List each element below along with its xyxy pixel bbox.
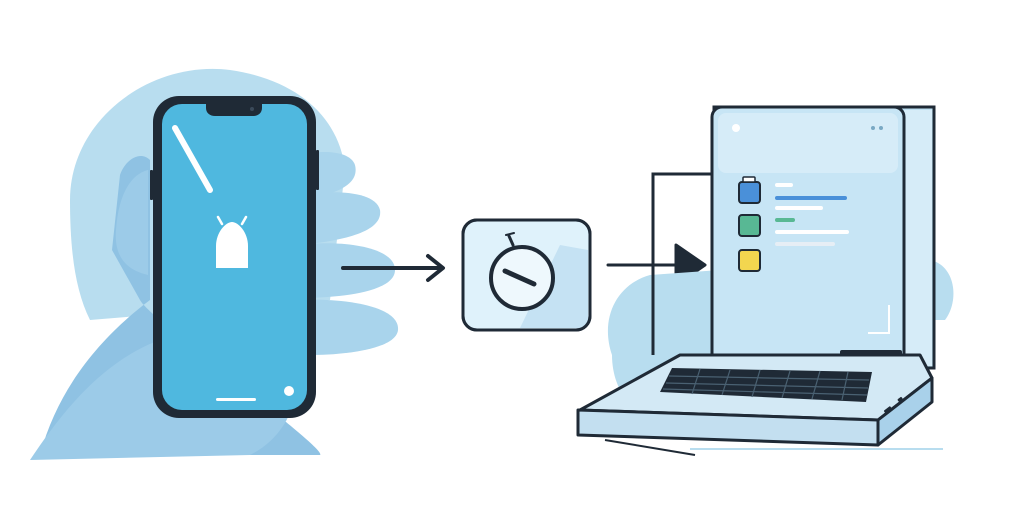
smartphone-icon xyxy=(150,96,319,418)
list-item[interactable] xyxy=(738,242,835,272)
laptop-port xyxy=(884,406,892,414)
hand-finger-4 xyxy=(300,299,399,356)
list-item[interactable] xyxy=(738,176,847,210)
phone-side-button xyxy=(316,150,319,190)
laptop-lid-side xyxy=(904,110,932,366)
list-item-line xyxy=(775,196,847,200)
list-item-line xyxy=(775,242,835,246)
stopwatch-icon xyxy=(489,232,555,311)
list-item-line xyxy=(775,230,849,234)
list-item-line xyxy=(775,218,795,222)
timer-card xyxy=(461,218,592,332)
list-item-icon xyxy=(738,249,761,272)
list-item-icon xyxy=(738,214,761,237)
connector-bracket xyxy=(651,172,715,355)
window-dot xyxy=(732,124,740,132)
phone-side-button xyxy=(150,170,153,200)
list-item-line-short xyxy=(775,183,793,187)
arrow-right-icon xyxy=(341,254,445,282)
screen-corner-mark xyxy=(868,305,890,334)
list-item-tab xyxy=(742,176,756,183)
hand-thumb xyxy=(115,170,148,275)
desk-line-dark xyxy=(604,439,696,456)
app-list xyxy=(738,176,849,272)
laptop-icon xyxy=(576,105,954,456)
screen-dot xyxy=(284,386,294,396)
hand-finger-2 xyxy=(300,192,381,245)
list-item[interactable] xyxy=(738,214,849,237)
list-item-line xyxy=(775,206,823,210)
home-indicator xyxy=(216,398,256,401)
laptop-base-side xyxy=(876,376,934,447)
laptop-keyboard xyxy=(660,368,872,402)
phone-camera xyxy=(250,107,254,111)
window-dot xyxy=(871,126,875,130)
screen-reflection xyxy=(172,125,213,193)
laptop-port xyxy=(897,396,903,402)
android-robot-icon xyxy=(216,215,248,268)
phone-notch xyxy=(206,104,262,116)
window-dot xyxy=(879,126,883,130)
stopwatch-hand xyxy=(502,268,537,287)
list-item-icon xyxy=(738,181,761,204)
laptop-background-blob xyxy=(930,260,954,320)
hand-finger-3 xyxy=(300,243,395,298)
